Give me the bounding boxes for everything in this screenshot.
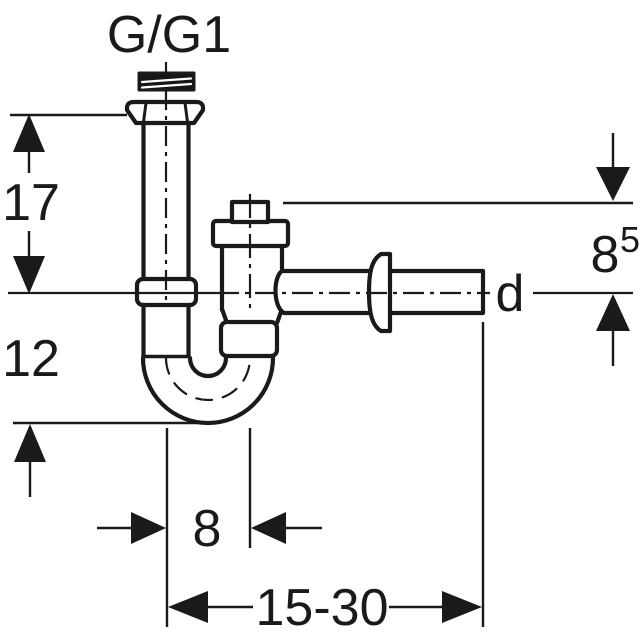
arrow-left-icon: [251, 512, 286, 544]
dim-outlet-height-superscript: 5: [620, 219, 640, 260]
arrow-up-icon: [13, 114, 45, 152]
dim-outlet-length-label: 15-30: [256, 579, 389, 637]
arrow-right-icon: [442, 591, 482, 623]
dim-trap-depth-label: 12: [2, 330, 60, 388]
inner-wall-dashed-arc: [164, 356, 252, 402]
p-trap-bend: [140, 355, 276, 426]
valve-body: [219, 243, 285, 313]
trap-inlet-arm: [141, 302, 191, 359]
arrow-left-icon: [168, 591, 208, 623]
threaded-connector: [137, 71, 196, 92]
dim-inlet-height-label: 17: [2, 174, 60, 232]
inlet-pipe: [141, 119, 191, 283]
fixture: [124, 71, 486, 426]
arrow-up-icon: [596, 294, 630, 331]
union-nut: [124, 99, 206, 126]
dim-outlet-height-label: 8: [591, 226, 620, 284]
arrow-up-icon: [14, 424, 46, 462]
extension-lines: [10, 113, 633, 627]
dim-bend-offset-label: 8: [193, 500, 222, 558]
centerlines: [8, 62, 633, 308]
outlet-diameter-label: d: [496, 265, 525, 323]
dimension-arrowheads: [13, 114, 630, 623]
arrow-right-icon: [131, 512, 166, 544]
trap-outlet-nut: [218, 319, 280, 359]
arrow-down-icon: [13, 256, 45, 294]
connection-thread-label: G/G1: [107, 6, 231, 64]
arrow-down-icon: [596, 167, 630, 201]
